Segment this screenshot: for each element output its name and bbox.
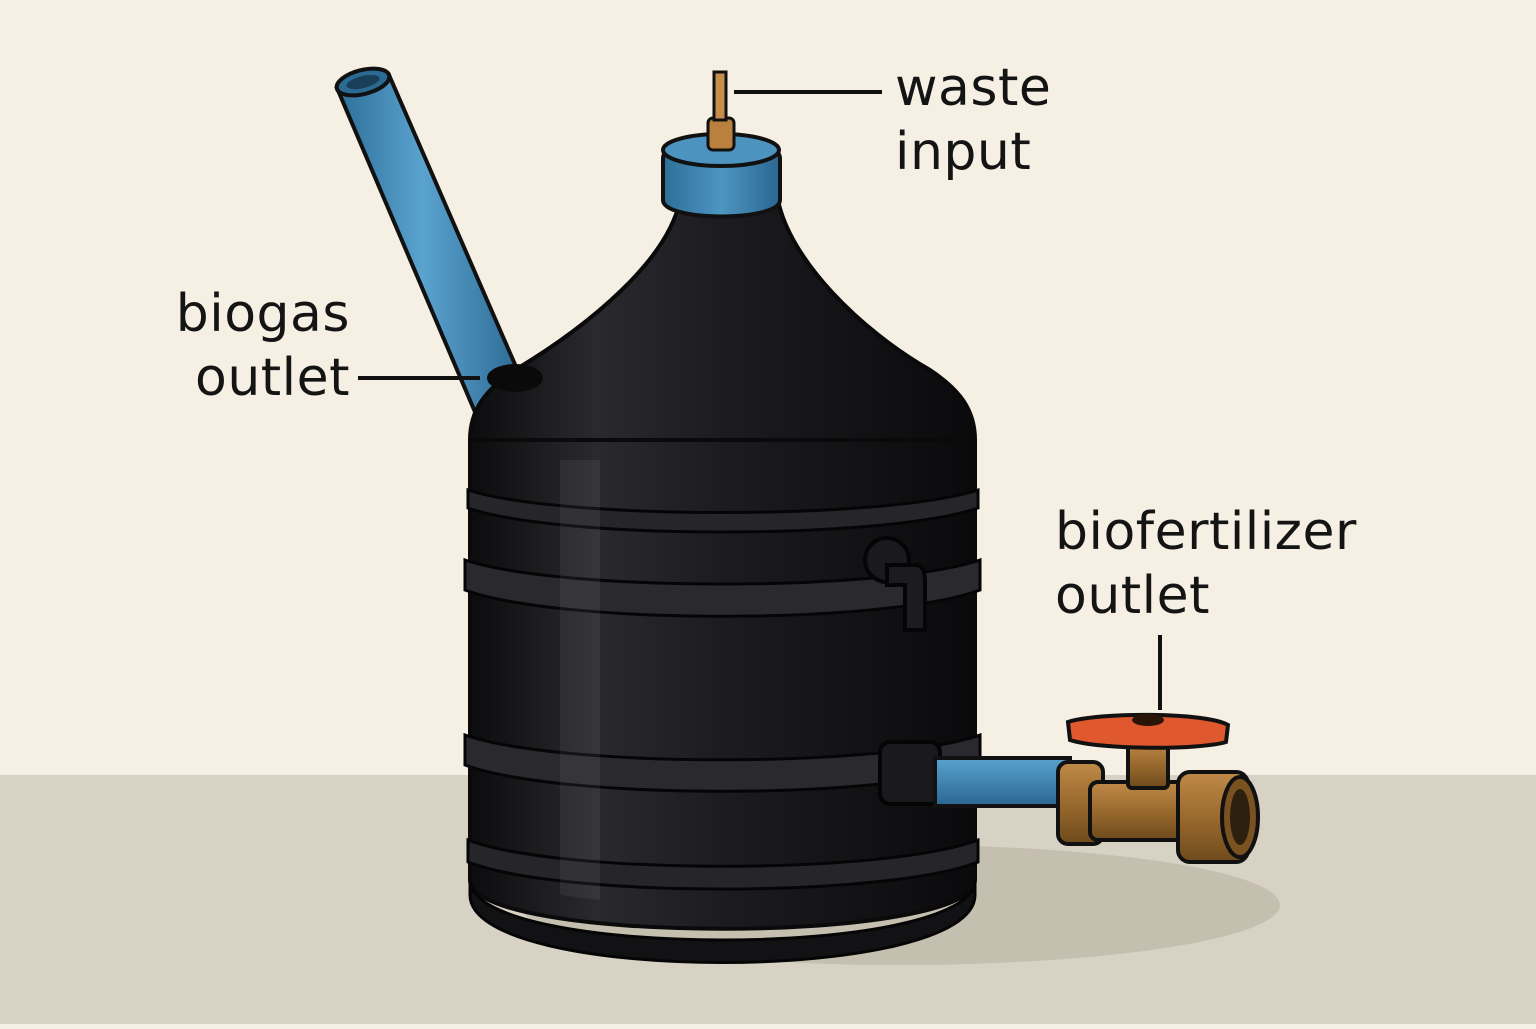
biofertilizer-outlet-label: biofertilizer outlet <box>1055 500 1357 628</box>
digester-tank <box>463 198 982 964</box>
biofertilizer-pipe <box>878 740 1072 808</box>
valve-handle <box>1065 712 1231 750</box>
valve <box>1056 738 1260 864</box>
waste-input-label: waste input <box>895 56 1051 184</box>
biogas-outlet-label-line2: outlet <box>195 348 350 408</box>
waste-input-cap <box>661 70 782 219</box>
biogas-pipe <box>334 66 530 415</box>
waste-input-label-line1: waste <box>895 58 1052 118</box>
biofertilizer-outlet-label-line1: biofertilizer <box>1055 502 1357 562</box>
biogas-outlet-label-line1: biogas <box>175 284 350 344</box>
biofertilizer-outlet-label-line2: outlet <box>1055 566 1210 626</box>
overflow-elbow <box>863 536 927 632</box>
waste-input-label-line2: input <box>895 122 1032 182</box>
biogas-outlet-label: biogas outlet <box>150 282 350 410</box>
